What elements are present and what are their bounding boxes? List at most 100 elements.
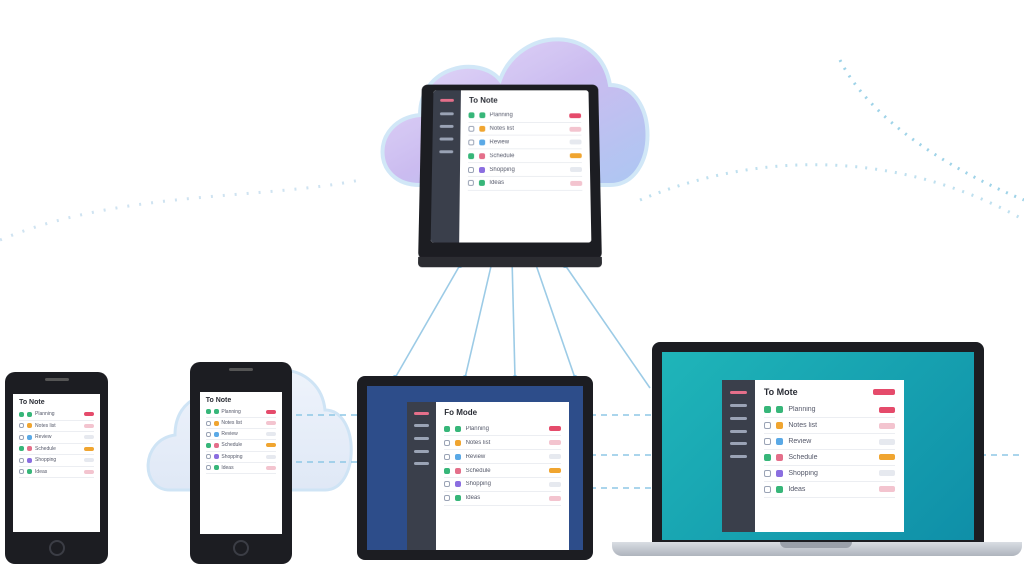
task-row[interactable]: Notes list	[19, 421, 94, 433]
task-label: Shopping	[35, 457, 57, 464]
task-checkbox[interactable]	[205, 442, 211, 448]
task-row[interactable]: Shopping	[468, 163, 583, 177]
task-label: Ideas	[489, 180, 505, 187]
task-checkbox[interactable]	[19, 446, 25, 452]
task-label: Notes list	[788, 422, 818, 430]
task-tag-badge	[878, 486, 895, 493]
task-row[interactable]: Schedule	[19, 444, 94, 456]
task-label: Shopping	[465, 481, 491, 488]
task-category-icon	[213, 442, 219, 448]
task-row[interactable]: Planning	[19, 409, 94, 421]
task-checkbox[interactable]	[444, 481, 451, 488]
task-category-icon	[213, 454, 219, 460]
task-checkbox[interactable]	[468, 112, 475, 119]
task-row[interactable]: Schedule	[444, 464, 561, 478]
task-checkbox[interactable]	[444, 495, 451, 502]
task-row[interactable]: Planning	[205, 407, 277, 418]
app-sidebar	[430, 90, 462, 243]
task-label: Notes list	[35, 422, 56, 429]
task-checkbox[interactable]	[763, 422, 771, 430]
home-button[interactable]	[233, 540, 249, 556]
task-row[interactable]: Review	[19, 432, 94, 444]
task-checkbox[interactable]	[468, 152, 475, 159]
task-checkbox[interactable]	[468, 180, 475, 187]
task-row[interactable]: Review	[444, 450, 561, 465]
task-row[interactable]: Schedule	[763, 450, 895, 466]
task-row[interactable]: Ideas	[205, 463, 277, 475]
task-category-icon	[27, 423, 33, 429]
task-checkbox[interactable]	[205, 431, 211, 437]
task-category-icon	[776, 406, 784, 414]
task-checkbox[interactable]	[444, 453, 451, 460]
task-checkbox[interactable]	[205, 465, 211, 471]
task-checkbox[interactable]	[205, 420, 211, 426]
task-tag-badge	[83, 435, 94, 440]
task-row[interactable]: Notes list	[205, 418, 277, 430]
task-checkbox[interactable]	[468, 125, 475, 132]
task-row[interactable]: Shopping	[19, 455, 94, 467]
task-checkbox[interactable]	[468, 139, 475, 146]
task-tag-badge	[548, 468, 561, 474]
task-row[interactable]: Planning	[763, 403, 895, 419]
task-label: Review	[35, 434, 52, 441]
task-category-icon	[213, 465, 219, 471]
task-checkbox[interactable]	[19, 411, 25, 417]
task-tag-badge	[570, 167, 583, 172]
home-button[interactable]	[48, 540, 65, 556]
task-checkbox[interactable]	[763, 406, 771, 414]
task-row[interactable]: Review	[205, 429, 277, 441]
task-row[interactable]: Ideas	[19, 467, 94, 479]
task-checkbox[interactable]	[444, 467, 451, 474]
link-nodes	[392, 255, 578, 381]
task-label: Notes list	[489, 125, 515, 132]
task-row[interactable]: Review	[468, 136, 582, 150]
task-checkbox[interactable]	[19, 434, 25, 440]
task-label: Shopping	[221, 453, 243, 460]
task-checkbox[interactable]	[763, 469, 771, 477]
task-row[interactable]: Shopping	[444, 478, 561, 492]
task-tag-badge	[569, 153, 582, 159]
task-row[interactable]: Planning	[468, 109, 582, 123]
task-row[interactable]: Schedule	[468, 149, 582, 164]
laptop-base	[612, 542, 1022, 556]
task-label: Schedule	[221, 442, 243, 449]
task-row[interactable]: Notes list	[444, 436, 561, 451]
task-checkbox[interactable]	[763, 438, 771, 446]
add-task-button[interactable]	[872, 389, 895, 396]
task-row[interactable]: Shopping	[763, 466, 895, 482]
task-row[interactable]: Schedule	[205, 440, 277, 452]
task-checkbox[interactable]	[19, 469, 25, 475]
task-checkbox[interactable]	[19, 423, 25, 429]
task-checkbox[interactable]	[468, 166, 475, 173]
task-checkbox[interactable]	[763, 485, 771, 493]
task-checkbox[interactable]	[205, 409, 211, 415]
task-row[interactable]: Review	[763, 434, 895, 451]
task-label: Ideas	[35, 468, 48, 475]
task-row[interactable]: Ideas	[468, 176, 583, 191]
task-row[interactable]: Ideas	[444, 492, 561, 506]
task-row[interactable]: Planning	[444, 422, 561, 437]
task-tag-badge	[83, 412, 94, 417]
task-row[interactable]: Shopping	[205, 452, 277, 463]
task-checkbox[interactable]	[444, 425, 451, 432]
dotted-arc-right	[639, 163, 1024, 222]
task-category-icon	[454, 453, 461, 460]
task-checkbox[interactable]	[19, 457, 25, 463]
task-row[interactable]: Ideas	[763, 482, 895, 498]
task-checkbox[interactable]	[763, 453, 771, 461]
task-tag-badge	[266, 443, 277, 448]
task-row[interactable]: Notes list	[468, 122, 582, 137]
task-checkbox[interactable]	[205, 454, 211, 460]
task-category-icon	[776, 469, 784, 477]
task-checkbox[interactable]	[444, 439, 451, 446]
task-tag-badge	[548, 481, 561, 487]
task-label: Review	[489, 139, 510, 146]
task-tag-badge	[569, 139, 582, 145]
task-category-icon	[454, 481, 461, 488]
task-row[interactable]: Notes list	[763, 418, 895, 435]
task-category-icon	[27, 469, 33, 475]
